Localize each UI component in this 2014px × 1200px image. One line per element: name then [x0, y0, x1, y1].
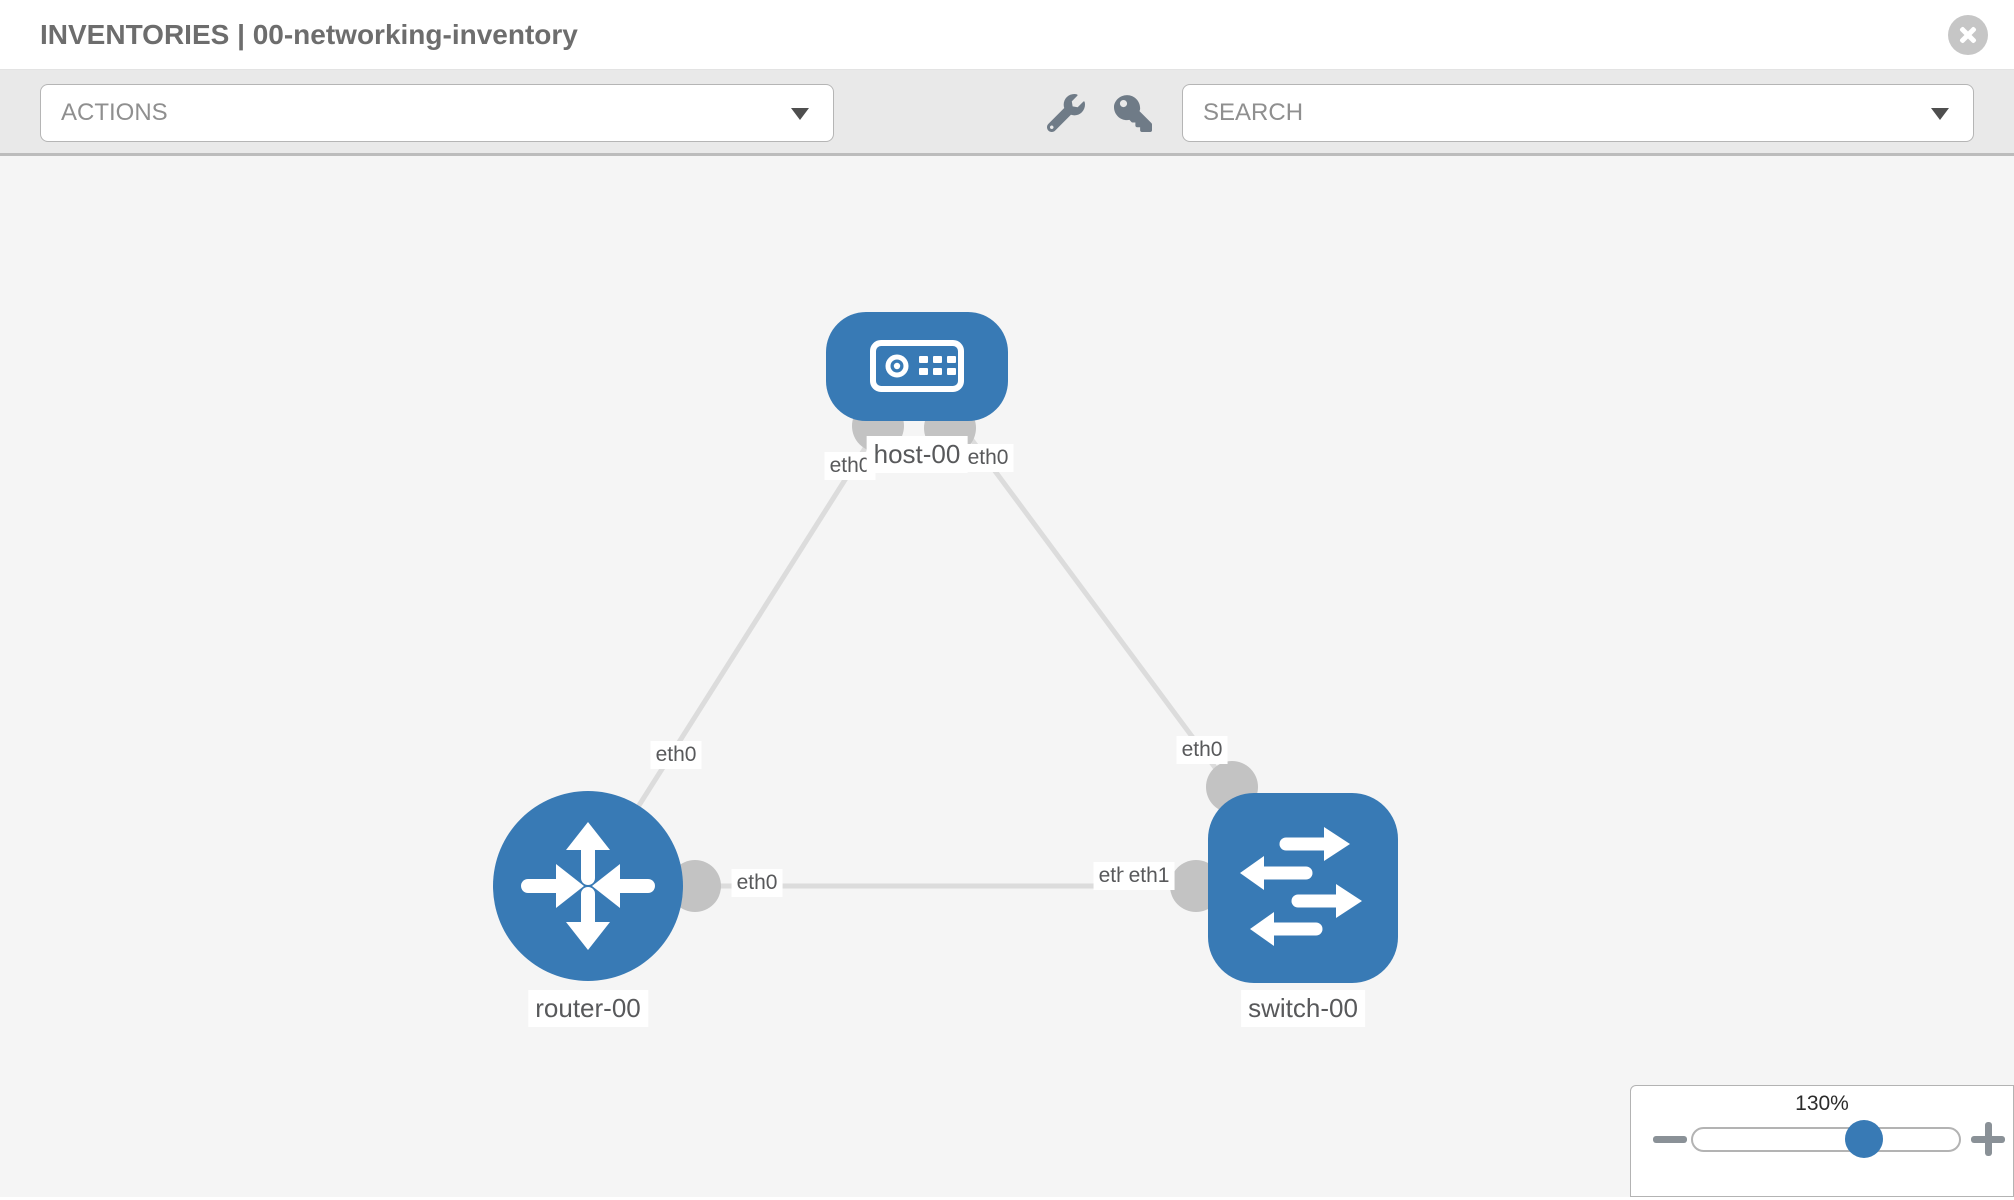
node-label-router[interactable]: router-00 — [528, 990, 648, 1027]
header: INVENTORIES | 00-networking-inventory — [0, 0, 2014, 70]
interface-label: eth1 — [1123, 862, 1175, 891]
key-icon[interactable] — [1114, 94, 1152, 132]
close-button[interactable] — [1948, 15, 1988, 55]
zoom-level: 130% — [1795, 1092, 1849, 1115]
search-dropdown[interactable]: SEARCH — [1182, 84, 1974, 142]
search-dropdown-value: SEARCH — [1203, 99, 1304, 126]
zoom-slider-thumb[interactable] — [1845, 1120, 1883, 1158]
actions-dropdown-value: ACTIONS — [61, 99, 168, 126]
node-label-host[interactable]: host-00 — [866, 436, 968, 473]
zoom-slider[interactable] — [1691, 1120, 1961, 1158]
interface-label: eth0 — [650, 741, 702, 770]
chevron-down-icon — [1931, 108, 1949, 120]
node-label-switch[interactable]: switch-00 — [1241, 990, 1365, 1027]
node-switch[interactable] — [1208, 793, 1398, 983]
page-title: INVENTORIES | 00-networking-inventory — [40, 18, 578, 50]
node-host[interactable] — [826, 312, 1008, 421]
actions-dropdown[interactable]: ACTIONS — [40, 84, 834, 142]
zoom-in-icon[interactable] — [1971, 1122, 2005, 1156]
interface-label: eth0 — [1176, 736, 1228, 765]
chevron-down-icon — [791, 108, 809, 120]
router-icon — [521, 822, 655, 950]
zoom-out-icon[interactable] — [1653, 1136, 1687, 1143]
host-icon — [870, 340, 964, 392]
topology-graph — [493, 312, 1398, 983]
interface-label: eth0 — [962, 444, 1014, 473]
wrench-icon[interactable] — [1047, 94, 1085, 132]
interface-label: eth0 — [731, 869, 783, 898]
node-router[interactable] — [493, 791, 683, 981]
zoom-control-panel: 130% — [1630, 1085, 2014, 1197]
toolbar: ACTIONS SEARCH — [0, 70, 2014, 156]
switch-icon — [1240, 827, 1362, 946]
topology-canvas[interactable]: eth0 eth0 eth0 eth0 eth0 eth0 eth1 host-… — [0, 156, 2014, 1197]
